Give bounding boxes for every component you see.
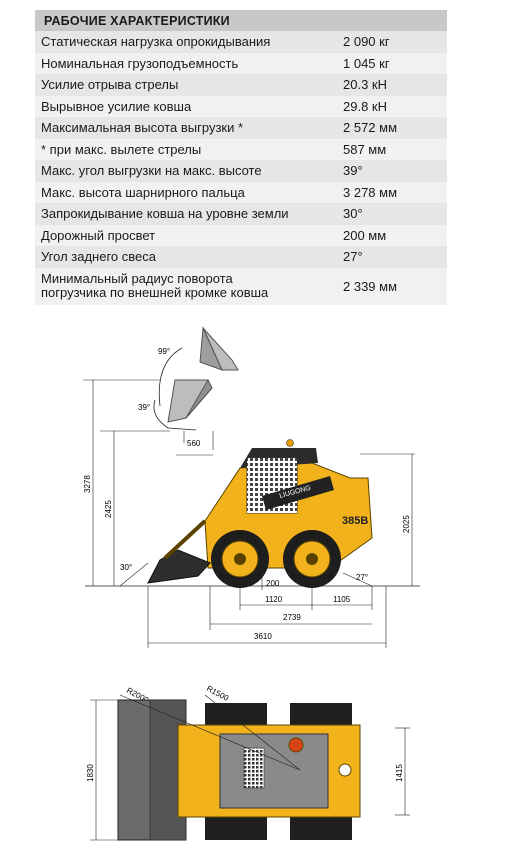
wheel-top-fr (205, 816, 267, 840)
spec-label: Статическая нагрузка опрокидывания (35, 31, 343, 53)
spec-label: Макс. угол выгрузки на макс. высоте (35, 160, 343, 182)
reach-label: 560 (187, 439, 201, 448)
length-body-label: 2739 (283, 613, 301, 622)
spec-label: * при макс. вылете стрелы (35, 138, 343, 160)
spec-header: РАБОЧИЕ ХАРАКТЕРИСТИКИ (35, 10, 447, 31)
clearance-label: 200 (266, 579, 280, 588)
raised-bucket-top (199, 326, 239, 371)
width-track-label: 1415 (395, 764, 404, 782)
rear-overhang-label: 1105 (333, 595, 351, 604)
spec-value: 2 572 мм (343, 117, 447, 139)
spec-table: РАБОЧИЕ ХАРАКТЕРИСТИКИ Статическая нагру… (35, 10, 447, 305)
height-dump-label: 2425 (104, 500, 113, 518)
width-bucket-label: 1830 (86, 764, 95, 782)
angle-top-label: 99° (158, 347, 170, 356)
wheel-top-rl (290, 703, 352, 727)
spec-value: 27° (343, 246, 447, 268)
height-cab-label: 2025 (402, 515, 411, 533)
side-view-drawing: 99° 39° 560 3278 2425 2025 LIUGONG 385B (83, 326, 420, 648)
model-label: 385B (342, 515, 368, 527)
spec-value: 587 мм (343, 138, 447, 160)
wheel-top-fl (205, 703, 267, 727)
height-pin-label: 3278 (83, 475, 92, 493)
angle-rear-label: 27° (356, 573, 368, 582)
spec-row: Максимальная высота выгрузки *2 572 мм (35, 117, 447, 139)
spec-value: 20.3 кН (343, 74, 447, 96)
spec-value: 29.8 кН (343, 95, 447, 117)
spec-value: 1 045 кг (343, 52, 447, 74)
spec-label: Максимальная высота выгрузки * (35, 117, 343, 139)
ground-bucket (147, 549, 211, 584)
spec-value: 30° (343, 203, 447, 225)
angle-mid-label: 39° (138, 403, 150, 412)
spec-label: Вырывное усилие ковша (35, 95, 343, 117)
spec-label: Макс. высота шарнирного пальца (35, 181, 343, 203)
wheelbase-label: 1120 (265, 595, 283, 604)
top-view-drawing: R2000 R1500 1830 1415 (86, 684, 410, 841)
spec-label: Угол заднего свеса (35, 246, 343, 268)
rear-wheel (283, 530, 341, 588)
spec-value: 39° (343, 160, 447, 182)
angle-arc-mid (153, 399, 169, 429)
length-total-label: 3610 (254, 632, 272, 641)
front-wheel (211, 530, 269, 588)
radius-inner-label: R1500 (205, 684, 231, 703)
wheel-top-rr (290, 816, 352, 840)
spec-label: Усилие отрыва стрелы (35, 74, 343, 96)
spec-label: Номинальная грузоподъемность (35, 52, 343, 74)
spec-label: Запрокидывание ковша на уровне земли (35, 203, 343, 225)
raised-bucket-mid (167, 378, 213, 423)
spec-value: 3 278 мм (343, 181, 447, 203)
angle-ground-label: 30° (120, 563, 132, 572)
spec-value: 2 339 мм (343, 267, 447, 305)
spec-value: 2 090 кг (343, 31, 447, 53)
angle-arc-top (158, 347, 183, 407)
spec-value: 200 мм (343, 224, 447, 246)
spec-label: Дорожный просвет (35, 224, 343, 246)
